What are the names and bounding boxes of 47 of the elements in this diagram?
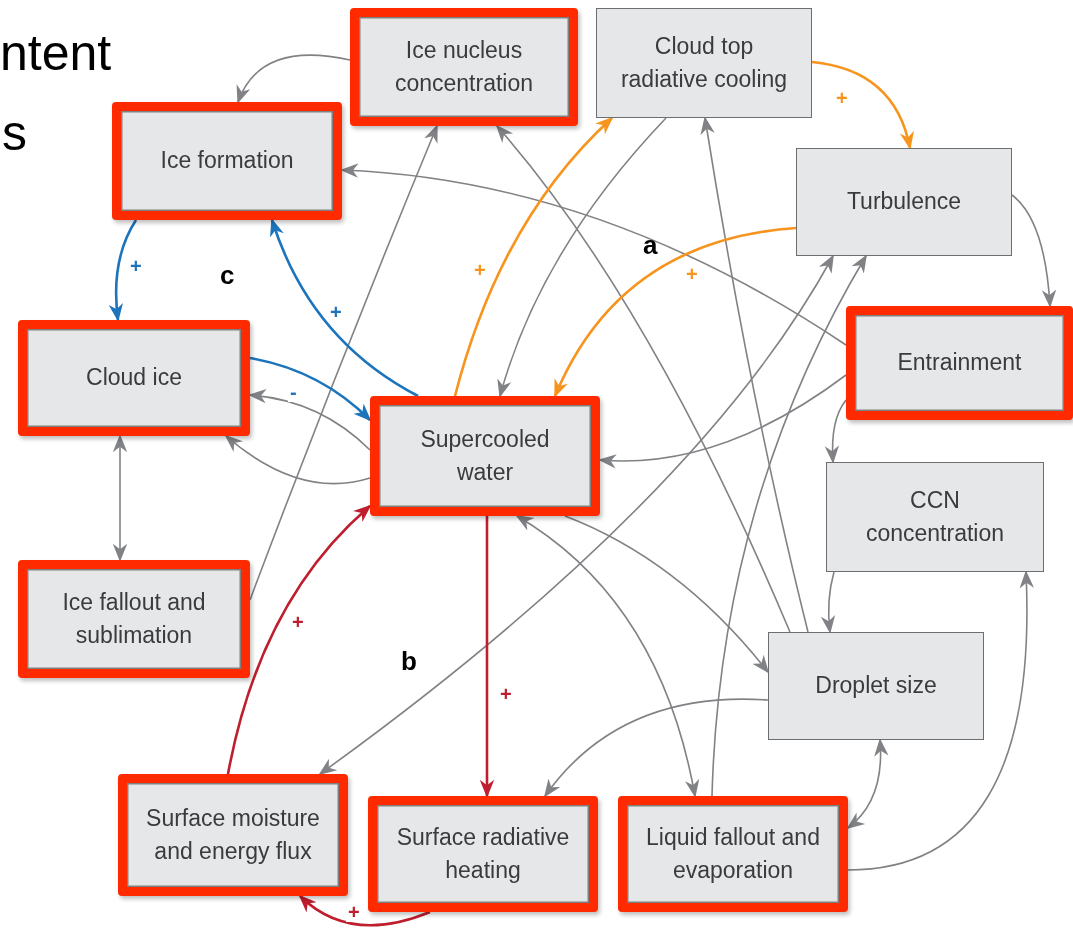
arrow	[109, 219, 138, 322]
highlighted-process-box: Liquid fallout and evaporation	[618, 796, 848, 912]
arrow	[598, 374, 847, 468]
arrow	[700, 116, 809, 633]
arrow	[821, 571, 836, 634]
slide-text: s	[2, 108, 27, 158]
highlighted-process-box: Ice fallout and sublimation	[18, 560, 250, 678]
highlighted-process-box: Surface radiative heating	[368, 796, 598, 912]
panel-letter: c	[220, 262, 235, 288]
highlighted-process-box: Entrainment	[846, 306, 1073, 420]
slide-text: ntent	[0, 28, 112, 78]
arrow	[249, 124, 438, 601]
arrow	[237, 54, 351, 104]
arrow	[711, 254, 867, 797]
arrow	[811, 60, 914, 150]
panel-letter: b	[401, 648, 417, 674]
panel-letter: a	[643, 232, 658, 258]
arrow	[479, 516, 495, 798]
arrow	[564, 515, 770, 674]
arrow	[497, 117, 667, 398]
highlighted-process-box: Surface moisture and energy flux	[118, 774, 348, 896]
arrow	[318, 254, 834, 776]
arrow	[846, 738, 889, 830]
arrow	[543, 698, 769, 798]
highlighted-process-box: Ice nucleus concentration	[350, 8, 578, 126]
process-box: Turbulence	[796, 148, 1012, 256]
arrow	[112, 434, 128, 562]
arrow	[298, 894, 431, 927]
arrow	[249, 356, 372, 422]
arrow	[248, 389, 371, 451]
arrow	[270, 218, 419, 398]
arrow	[495, 124, 791, 633]
highlighted-process-box: Ice formation	[112, 102, 342, 220]
arrow	[847, 570, 1034, 871]
process-box: Cloud top radiative cooling	[596, 8, 812, 118]
arrow	[224, 434, 371, 485]
arrow	[553, 226, 797, 398]
arrow	[226, 504, 372, 775]
arrow	[1011, 194, 1056, 308]
highlighted-process-box: Supercooled water	[370, 396, 600, 516]
process-box: CCN concentration	[826, 462, 1044, 572]
highlighted-process-box: Cloud ice	[18, 320, 250, 436]
process-box: Droplet size	[768, 632, 984, 740]
arrow	[515, 515, 699, 798]
arrow	[340, 163, 847, 346]
arrow	[824, 399, 847, 464]
arrow	[453, 116, 614, 397]
